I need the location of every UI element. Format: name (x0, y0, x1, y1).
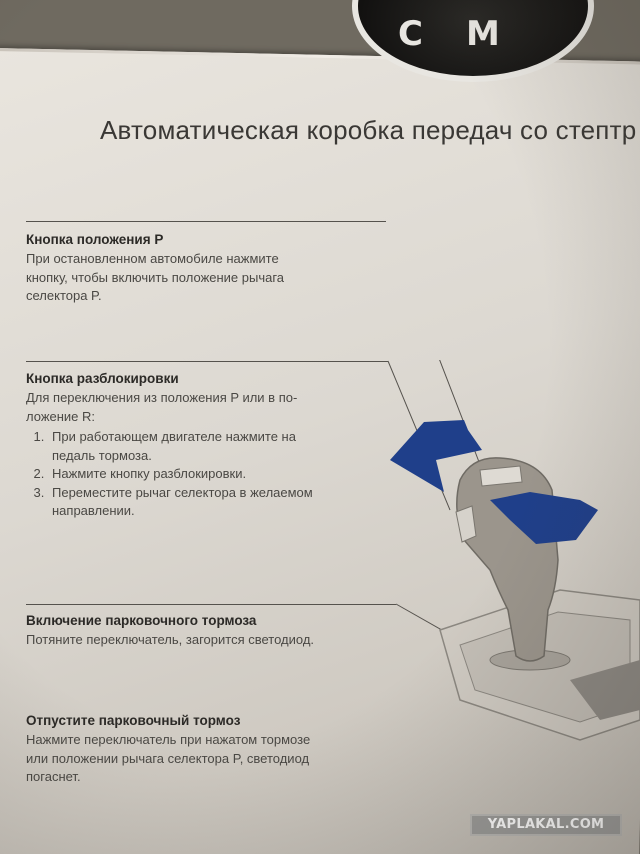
section-text: Для переключения из положения P или в по… (26, 389, 386, 426)
section-heading: Отпустите парковочный тормоз (26, 713, 241, 728)
arrow-unlock (490, 492, 598, 544)
section-text: При остановленном автомобиле нажмите кно… (26, 250, 386, 306)
page-title: Автоматическая коробка передач со стептр (100, 115, 637, 145)
step-item: При работающем двигателе нажмите на педа… (48, 428, 386, 465)
text-line: педаль тормоза. (52, 447, 152, 463)
section-heading: Кнопка положения P (26, 232, 164, 247)
text-line: При работающем двигателе нажмите на (52, 429, 296, 444)
text-line: Переместите рычаг селектора в желаемом (52, 484, 313, 500)
section-unlock-button: Кнопка разблокировки Для переключения из… (26, 371, 386, 521)
callout-rule-3 (26, 604, 396, 605)
text-line: ложение R: (26, 408, 96, 424)
section-text: Нажмите переключатель при нажатом тормоз… (26, 731, 406, 787)
text-line: кнопку, чтобы включить положение рычага (26, 269, 285, 285)
section-parking-brake-off: Отпустите парковочный тормоз Нажмите пер… (26, 713, 406, 787)
text-line: Нажмите кнопку разблокировки. (52, 466, 247, 481)
text-line: Для переключения из положения P или в по… (26, 390, 298, 405)
callout-rule-2 (26, 361, 388, 362)
unlock-button (455, 505, 477, 543)
park-button (479, 465, 523, 487)
text-line: направлении. (52, 503, 135, 518)
step-item: Переместите рычаг селектора в желаемом н… (48, 484, 386, 521)
section-heading: Включение парковочного тормоза (26, 613, 257, 628)
cover-logo-letter-2: M (466, 14, 500, 54)
section-heading: Кнопка разблокировки (26, 371, 179, 386)
section-parking-brake-on: Включение парковочного тормоза Потяните … (26, 613, 406, 650)
text-line: При остановленном автомобиле нажмите (26, 251, 279, 266)
step-item: Нажмите кнопку разблокировки. (48, 465, 386, 484)
gear-lever-illustration (387, 360, 640, 741)
section-park-button: Кнопка положения P При остановленном авт… (26, 232, 386, 306)
text-line: селектора P. (26, 288, 102, 303)
watermark: YAPLAKAL.COM (470, 814, 622, 836)
console-button (570, 660, 640, 720)
cover-logo-letter-1: C (398, 14, 423, 54)
section-text: Потяните переключатель, загорится светод… (26, 631, 406, 650)
text-line: Потяните переключатель, загорится светод… (26, 632, 315, 647)
arrow-park (390, 420, 482, 492)
callout-rule-1 (26, 221, 386, 222)
text-line: погаснет. (26, 769, 81, 784)
steps-list: При работающем двигателе нажмите на педа… (26, 428, 386, 521)
text-line: Нажмите переключатель при нажатом тормоз… (26, 732, 311, 747)
text-line: или положении рычага селектора P, светод… (26, 750, 310, 766)
